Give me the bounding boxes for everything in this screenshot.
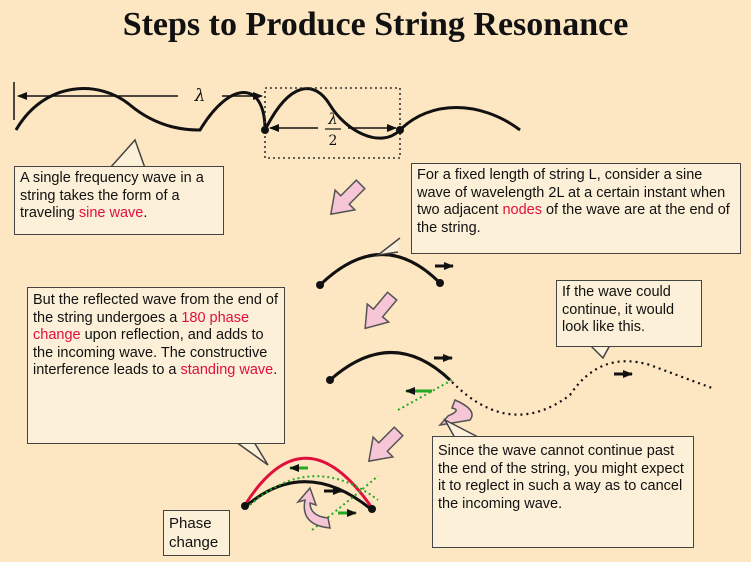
node-dot-right <box>396 126 404 134</box>
callout-pointer-single <box>109 138 146 169</box>
fixed-node-right <box>436 279 444 287</box>
reflected-wave-green-dotted <box>397 379 453 411</box>
fixed-note-end: of the wave are at the end of the string… <box>417 202 730 236</box>
page-title: Steps to Produce String Resonance <box>122 6 629 43</box>
cannot-continue-note: Since the wave cannot continue past the … <box>432 436 694 548</box>
lambda-label: λ <box>194 86 206 106</box>
single-note-end: . <box>143 205 148 221</box>
reflect-note-mid: upon reflection, and adds to the incomin… <box>33 327 268 378</box>
nodes-highlight: nodes <box>502 202 542 218</box>
fixed-length-note: For a fixed length of string L, consider… <box>411 163 741 254</box>
reflect-note-end: . <box>273 362 278 378</box>
single-frequency-note: A single frequency wave in a string take… <box>14 166 224 235</box>
standing-wave-green-dotted-2 <box>311 475 379 531</box>
phase-change-highlight: 180 phase change <box>33 309 250 344</box>
continue-note: If the wave could continue, it would loo… <box>556 280 702 347</box>
standing-node-right <box>368 505 376 513</box>
step-arrow-1 <box>329 179 366 216</box>
phase-change-label: Phase change <box>163 510 230 556</box>
step-arrow-2 <box>364 291 398 330</box>
callout-pointer-reflect <box>235 441 269 466</box>
callout-pointer-continue <box>589 344 611 360</box>
half-lambda-denominator: 2 <box>329 133 338 149</box>
incoming-node-left <box>326 376 334 384</box>
sine-wave-highlight: sine wave <box>78 205 144 221</box>
continue-note-text: If the wave could continue, it would loo… <box>562 284 675 335</box>
phase-label-line2: change <box>169 534 219 551</box>
half-wavelength-box <box>264 87 401 159</box>
callout-pointer-fixed <box>375 237 401 257</box>
continued-wave-dotted <box>451 360 713 416</box>
standing-wave-highlight: standing wave <box>180 362 274 378</box>
curved-reflection-arrow <box>438 398 473 427</box>
half-wave-incoming <box>329 351 452 382</box>
phase-change-curved-arrow <box>295 486 331 529</box>
cannot-note-text: Since the wave cannot continue past the … <box>438 443 684 512</box>
fixed-node-left <box>316 281 324 289</box>
fixed-note-text: For a fixed length of string L, consider… <box>417 167 726 218</box>
single-note-text: A single frequency wave in a string take… <box>20 170 204 221</box>
phase-label-line1: Phase <box>169 515 212 532</box>
standing-node-left <box>241 502 249 510</box>
half-lambda-numerator: λ <box>327 110 338 128</box>
reflected-wave-note: But the reflected wave from the end of t… <box>27 287 285 444</box>
callout-pointer-cannot <box>443 418 481 439</box>
reflect-note-text: But the reflected wave from the end of t… <box>33 292 279 326</box>
node-dot-left <box>261 126 269 134</box>
step-arrow-3 <box>367 426 404 463</box>
half-wave-fixed <box>318 253 442 287</box>
standing-wave-green-dotted <box>249 475 379 506</box>
